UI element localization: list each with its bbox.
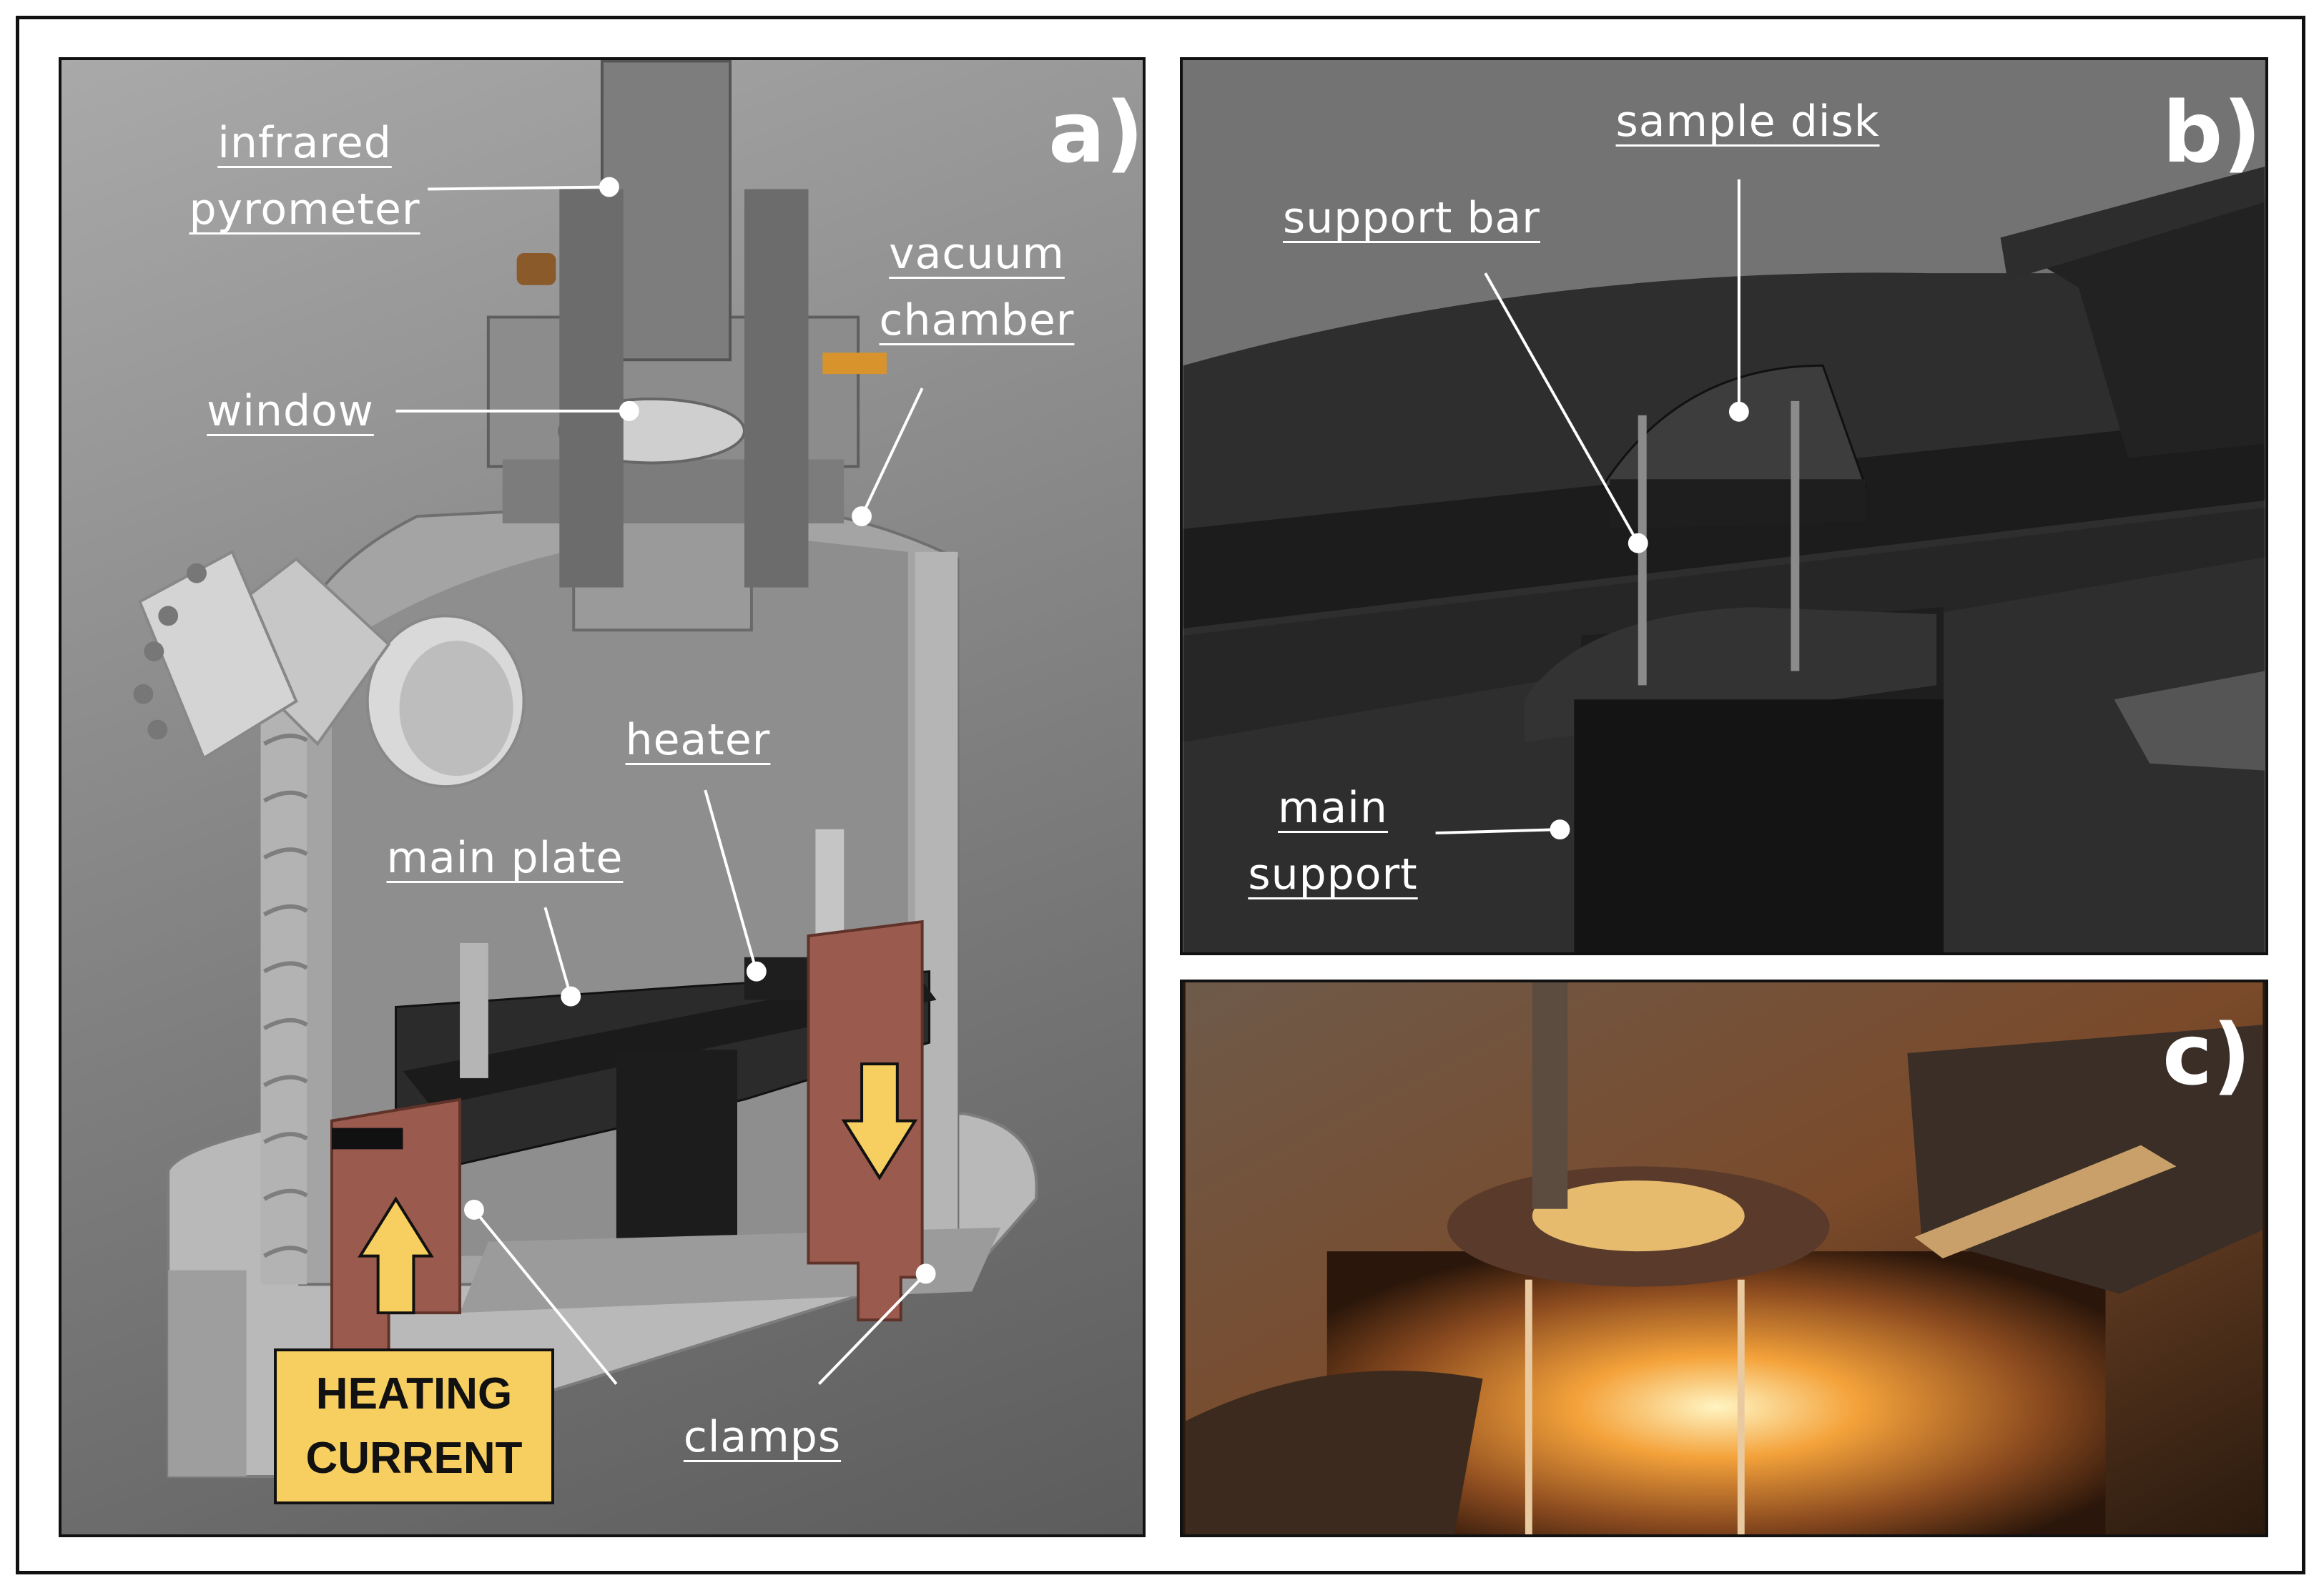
sample-holder-illustration xyxy=(1183,60,2265,952)
support-bar-label: support bar xyxy=(1283,193,1540,243)
panel-b-sample-holder: b) sample disk support bar main support xyxy=(1180,57,2268,955)
infrared-pyrometer-label: infrared pyrometer xyxy=(154,110,455,243)
vacuum-label-line: vacuum xyxy=(889,229,1065,279)
heating-current-box: HEATING CURRENT xyxy=(274,1348,554,1504)
chamber-label-line: chamber xyxy=(879,295,1075,345)
heater-label: heater xyxy=(625,715,771,765)
glowing-sample-photo xyxy=(1185,982,2263,1534)
current-word: CURRENT xyxy=(305,1434,523,1483)
main-label-line: main xyxy=(1278,783,1388,833)
heating-word: HEATING xyxy=(315,1369,513,1419)
vacuum-chamber-label: vacuum chamber xyxy=(855,221,1098,354)
panel-a-tag: a) xyxy=(1048,83,1144,182)
support-label-line: support xyxy=(1248,849,1418,899)
main-plate-label: main plate xyxy=(386,833,624,883)
infrared-label-line: infrared xyxy=(217,118,392,168)
window-label: window xyxy=(207,386,374,436)
panel-c-tag: c) xyxy=(2162,1005,2251,1104)
panel-c-photograph: c) xyxy=(1180,980,2268,1537)
pyrometer-label-line: pyrometer xyxy=(189,184,420,235)
sample-disk-label: sample disk xyxy=(1615,97,1880,147)
panel-a-chamber-cutaway: a) infrared pyrometer vacuum chamber win… xyxy=(59,57,1146,1537)
clamps-label: clamps xyxy=(683,1412,842,1462)
panel-b-tag: b) xyxy=(2162,83,2262,182)
main-support-label: main support xyxy=(1226,775,1440,908)
